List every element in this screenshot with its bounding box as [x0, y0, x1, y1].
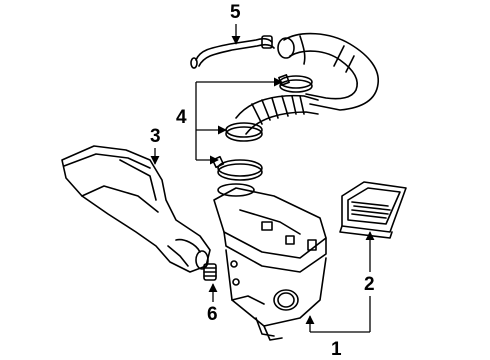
- air-filter-element: [339, 181, 407, 239]
- intake-duct-upper: [277, 32, 379, 111]
- hose-clamp-middle: [225, 122, 263, 142]
- callout-6: 6: [207, 304, 218, 325]
- mounting-grommet: [203, 263, 217, 281]
- hose-clamp-top: [278, 74, 313, 93]
- callout-5: 5: [230, 2, 241, 23]
- callout-1: 1: [331, 339, 342, 360]
- callout-3: 3: [150, 126, 161, 147]
- resonator: [61, 145, 211, 273]
- corrugated-hose: [235, 94, 319, 135]
- callout-2: 2: [364, 274, 375, 295]
- air-cleaner-case: [225, 249, 327, 341]
- hose-clamp-lower: [211, 155, 263, 181]
- callout-4: 4: [176, 107, 187, 128]
- air-cleaner-cover: [213, 183, 327, 273]
- breather-hose: [190, 35, 275, 69]
